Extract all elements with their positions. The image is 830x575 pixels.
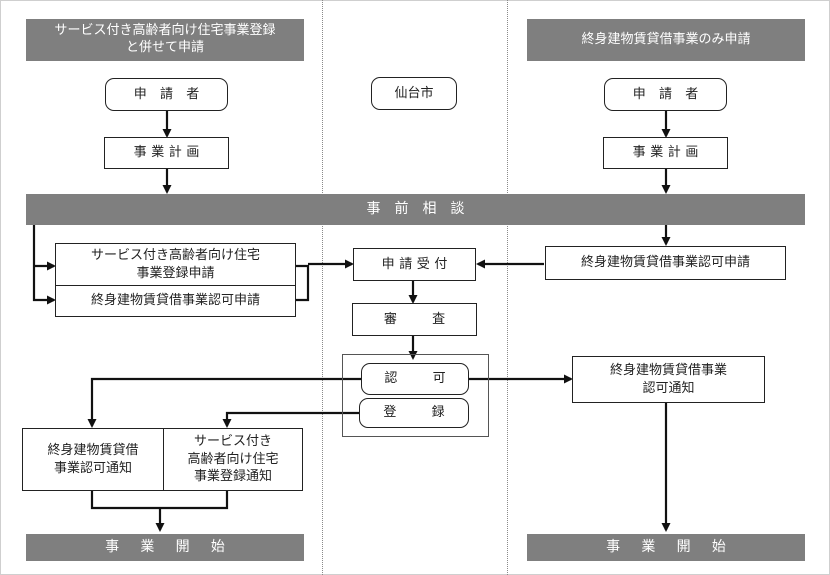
- header-left: サービス付き高齢者向け住宅事業登録 と併せて申請: [26, 19, 304, 61]
- shushin-approval-notice-left: 終身建物賃貸借 事業認可通知: [23, 429, 164, 490]
- notices-left: 終身建物賃貸借 事業認可通知 サービス付き 高齢者向け住宅 事業登録通知: [22, 428, 303, 491]
- arrow-approval-left-notice: [87, 377, 361, 428]
- sakoju-registration-application: サービス付き高齢者向け住宅 事業登録申請: [55, 243, 296, 286]
- header-right: 終身建物賃貸借事業のみ申請: [527, 19, 805, 61]
- approval-registration-group: [342, 354, 489, 437]
- business-start-right: 事 業 開 始: [527, 534, 805, 561]
- approval: 認 可: [361, 363, 469, 395]
- connector-applications-right: [296, 264, 310, 302]
- shushin-approval-application-left: 終身建物賃貸借事業認可申請: [55, 285, 296, 317]
- business-plan-right: 事業計画: [603, 137, 728, 169]
- shushin-approval-application-right: 終身建物賃貸借事業認可申請: [545, 246, 786, 280]
- applicant-right: 申 請 者: [604, 78, 727, 111]
- business-plan-left: 事業計画: [104, 137, 229, 169]
- applicant-left: 申 請 者: [105, 78, 228, 111]
- arrow-consult-shushin-app: [32, 225, 56, 305]
- sakoju-registration-notice: サービス付き 高齢者向け住宅 事業登録通知: [187, 434, 279, 485]
- shushin-approval-notice-right: 終身建物賃貸借事業 認可通知: [572, 356, 765, 403]
- application-receipt: 申請受付: [353, 248, 476, 281]
- lane-divider-left: [322, 0, 323, 575]
- arrow-registration-notice: [222, 411, 359, 428]
- connector-notices-bottom: [90, 491, 229, 510]
- pre-consultation-bar: 事 前 相 談: [26, 194, 805, 225]
- header-center-sendai: 仙台市: [371, 77, 457, 110]
- business-start-left: 事 業 開 始: [26, 534, 304, 561]
- lane-divider-right: [507, 0, 508, 575]
- review: 審 査: [352, 303, 477, 336]
- registration: 登 録: [359, 398, 469, 428]
